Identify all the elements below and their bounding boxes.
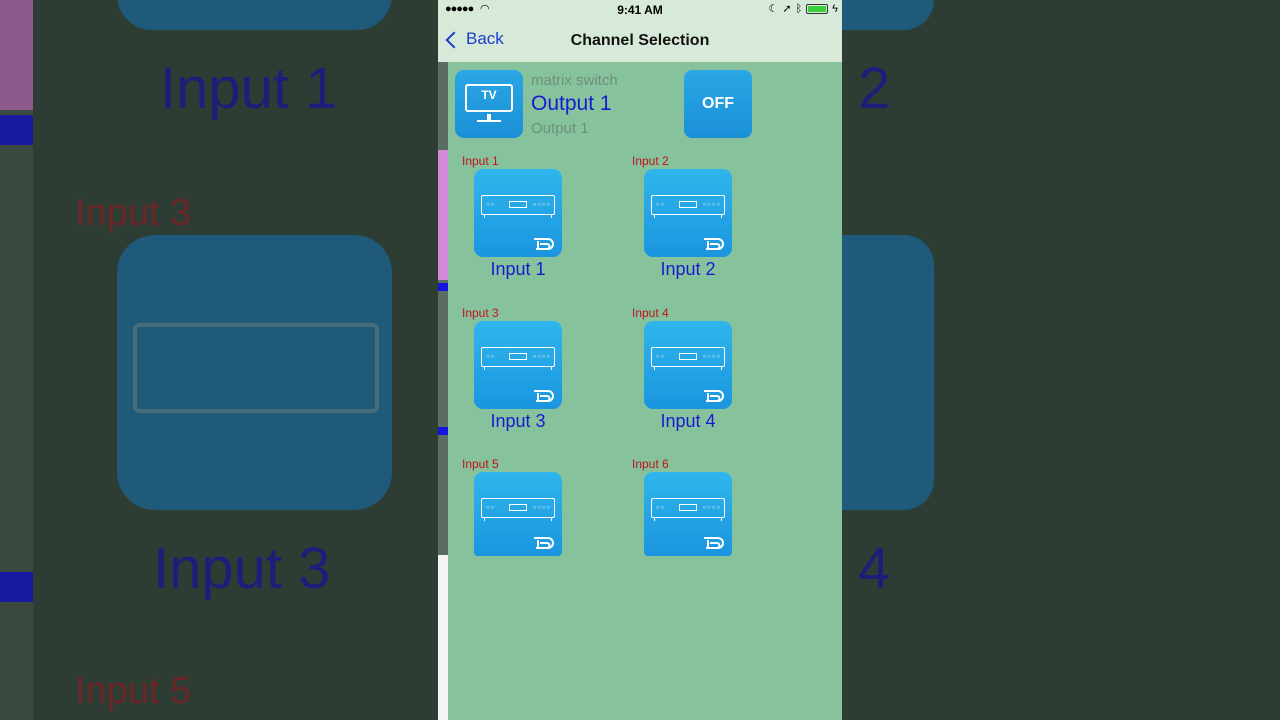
underlying-white-block <box>438 555 448 720</box>
bg-tile <box>842 0 934 30</box>
bg-label: 4 <box>858 536 891 601</box>
input-top-label: Input 4 <box>632 306 669 320</box>
input-top-label: Input 1 <box>462 154 499 168</box>
underlying-blue-marker <box>438 427 448 435</box>
input-cell-1: Input 1 ○○○○○○ Input 1 <box>462 154 612 294</box>
power-off-button[interactable]: OFF <box>684 70 752 138</box>
bg-tile <box>117 0 392 30</box>
battery-icon <box>806 3 829 14</box>
bluray-logo-icon <box>704 537 724 549</box>
bg-label: Input 5 <box>75 670 192 712</box>
bg-tile <box>117 235 392 510</box>
bluray-player-icon[interactable]: ○○○○○○ <box>474 169 562 257</box>
input-top-label: Input 2 <box>632 154 669 168</box>
bluray-logo-icon <box>704 238 724 250</box>
bluetooth-icon: ᛒ <box>795 2 803 15</box>
bluray-player-icon[interactable]: ○○○○○○ <box>474 321 562 409</box>
bluray-player-icon[interactable]: ○○○○○○ <box>644 321 732 409</box>
tv-icon-label: TV <box>481 88 497 102</box>
bluray-logo-icon <box>534 537 554 549</box>
bluray-player-icon[interactable]: ○○○○○○ <box>474 472 562 556</box>
tv-output-icon[interactable]: TV <box>455 70 523 138</box>
bg-label: Input 3 <box>153 536 331 601</box>
input-top-label: Input 3 <box>462 306 499 320</box>
bg-tile <box>842 235 934 510</box>
input-cell-4: Input 4 ○○○○○○ Input 4 <box>632 306 782 446</box>
underlying-screen-edge <box>438 62 448 720</box>
location-icon: ➚ <box>782 3 792 15</box>
header-subtitle: matrix switch <box>531 72 618 89</box>
bluray-logo-icon <box>534 238 554 250</box>
input-cell-5: Input 5 ○○○○○○ <box>462 457 612 597</box>
wifi-icon: ◠ <box>480 3 490 15</box>
bg-pink-block <box>0 0 33 110</box>
underlying-pink-block <box>438 150 448 280</box>
input-top-label: Input 5 <box>462 457 499 471</box>
input-cell-3: Input 3 ○○○○○○ Input 3 <box>462 306 612 446</box>
input-label: Input 1 <box>490 259 546 279</box>
bg-label: 2 <box>858 56 891 121</box>
signal-icon: ●●●●● <box>445 3 474 15</box>
underlying-blue-marker <box>438 283 448 291</box>
charging-icon: ϟ <box>832 2 838 15</box>
bg-blue-block <box>0 572 33 602</box>
bg-blue-block <box>0 115 33 145</box>
input-top-label: Input 6 <box>632 457 669 471</box>
status-right: ☾ ➚ ᛒ ϟ <box>768 2 838 16</box>
input-label: Input 3 <box>490 411 546 431</box>
input-cell-6: Input 6 ○○○○○○ <box>632 457 782 597</box>
back-button[interactable]: Back <box>445 29 504 49</box>
bg-label: Input 1 <box>160 56 338 121</box>
page-title: Channel Selection <box>570 32 710 49</box>
tv-icon <box>465 84 513 112</box>
moon-icon: ☾ <box>768 3 779 15</box>
bluray-logo-icon <box>534 390 554 402</box>
bluray-player-icon[interactable]: ○○○○○○ <box>644 169 732 257</box>
header-title: Output 1 <box>531 92 612 115</box>
status-bar: ●●●●● ◠ 9:41 AM ☾ ➚ ᛒ ϟ <box>438 0 842 20</box>
navigation-bar: Back Channel Selection <box>438 20 842 62</box>
phone-screen: ●●●●● ◠ 9:41 AM ☾ ➚ ᛒ ϟ Back Channel Sel… <box>438 0 842 720</box>
input-label: Input 2 <box>660 259 716 279</box>
status-time: 9:41 AM <box>617 3 663 17</box>
bg-device-icon <box>133 323 379 413</box>
back-label: Back <box>466 29 504 48</box>
bluray-logo-icon <box>704 390 724 402</box>
input-label: Input 4 <box>660 411 716 431</box>
header-detail: Output 1 <box>531 120 589 137</box>
bg-label: Input 3 <box>75 192 192 234</box>
input-cell-2: Input 2 ○○○○○○ Input 2 <box>632 154 782 294</box>
bluray-player-icon[interactable]: ○○○○○○ <box>644 472 732 556</box>
